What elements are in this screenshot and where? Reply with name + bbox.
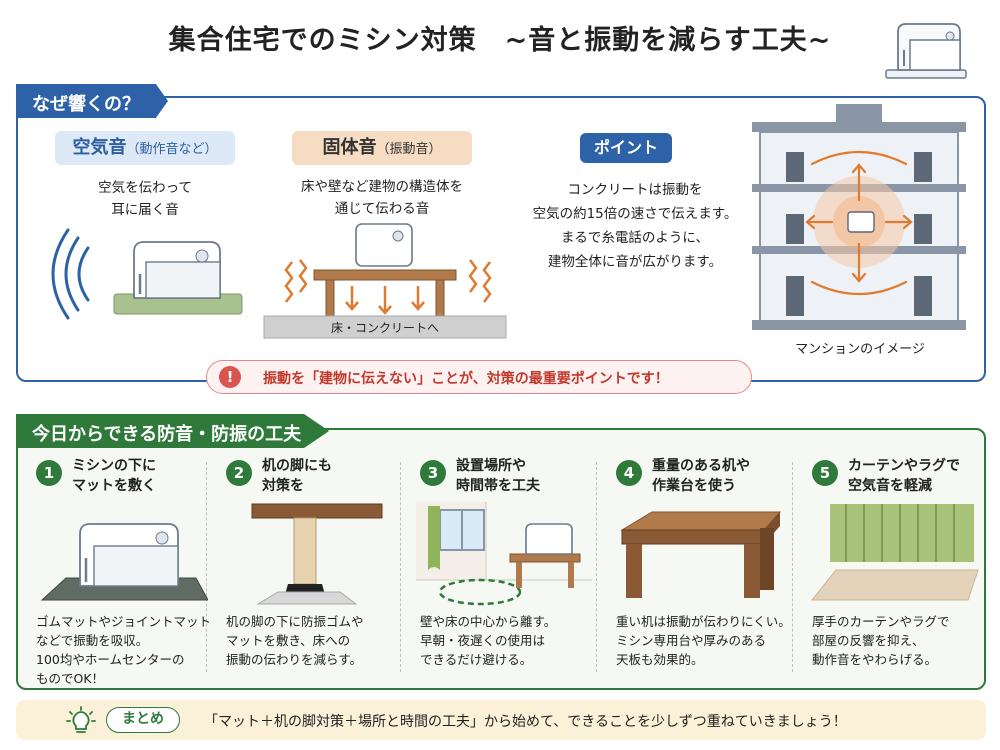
column-divider xyxy=(400,462,401,672)
tip-number: 1 xyxy=(36,460,62,486)
point-label: ポイント xyxy=(580,133,672,163)
tip-title: 重量のある机や 作業台を使う xyxy=(652,458,750,494)
why-section-tab: なぜ響くの？ xyxy=(16,84,168,118)
tip-description: 重い机は振動が伝わりにくい。 ミシン専用台や厚みのある 天板も効果的。 xyxy=(616,614,791,667)
table-leg-rubber-icon xyxy=(251,503,383,605)
apartment-building-illustration xyxy=(752,104,966,330)
tips-section-tab: 今日からできる防音・防振の工夫 xyxy=(16,414,330,448)
mat-under-machine-icon xyxy=(40,523,208,601)
heavy-table-icon xyxy=(620,511,782,598)
curtain-rug-icon xyxy=(810,504,979,601)
tip-number: 5 xyxy=(812,460,838,486)
point-description: コンクリートは振動を 空気の約15倍の速さで伝えます。 まるで糸電話のように、 … xyxy=(532,182,738,270)
tip-description: 厚手のカーテンやラグで 部屋の反響を抑え、 動作音をやわらげる。 xyxy=(812,614,950,667)
solid-sound-illustration xyxy=(263,223,507,339)
column-divider xyxy=(792,462,793,672)
tip-mat: 1 ミシンの下に マットを敷く ゴムマットやジョイントマット などで振動を吸収。… xyxy=(22,452,216,686)
sewing-machine-icon xyxy=(885,23,967,79)
room-placement-icon xyxy=(416,502,592,606)
key-point-alert: ! 振動を「建物に伝えない」ことが、対策の最重要ポイントです！ xyxy=(206,360,752,394)
tip-title: ミシンの下に マットを敷く xyxy=(72,458,156,494)
tip-title: カーテンやラグで 空気音を軽減 xyxy=(848,458,960,494)
column-divider xyxy=(206,462,207,672)
summary-text: 「マット＋机の脚対策＋場所と時間の工夫」から始めて、できることを少しずつ重ねてい… xyxy=(204,714,847,730)
vibration-zigzag-icon xyxy=(284,259,492,303)
tip-title: 机の脚にも 対策を xyxy=(262,458,332,494)
sound-wave-icon xyxy=(51,228,90,320)
exclamation-icon: ! xyxy=(219,366,241,388)
air-sound-label: 空気音（動作音など） xyxy=(55,131,235,165)
tip-location-time: 3 設置場所や 時間帯を工夫 壁や床の中心から離す。 早朝・夜遅くの使用は でき… xyxy=(406,452,600,680)
building-caption: マンションのイメージ xyxy=(795,342,925,357)
tip-table-legs: 2 机の脚にも 対策を 机の脚の下に防振ゴムや マットを敷き、床への 振動の伝わ… xyxy=(212,452,406,680)
tip-description: ゴムマットやジョイントマット などで振動を吸収。 100均やホームセンターの も… xyxy=(36,614,212,686)
solid-sound-description: 床や壁など建物の構造体を 通じて伝わる音 xyxy=(301,179,463,217)
tip-heavy-table: 4 重量のある机や 作業台を使う 重い机は振動が伝わりにくい。 ミシン専用台や厚… xyxy=(602,452,796,680)
tip-curtain-rug: 5 カーテンやラグで 空気音を軽減 厚手のカーテンやラグで 部屋の反響を抑え、 … xyxy=(798,452,992,680)
summary-bar: まとめ 「マット＋机の脚対策＋場所と時間の工夫」から始めて、できることを少しずつ… xyxy=(16,700,986,740)
air-sound-illustration xyxy=(51,228,243,320)
column-divider xyxy=(596,462,597,672)
tip-number: 4 xyxy=(616,460,642,486)
summary-label: まとめ xyxy=(106,707,180,733)
tip-description: 机の脚の下に防振ゴムや マットを敷き、床への 振動の伝わりを減らす。 xyxy=(226,614,364,667)
tip-number: 2 xyxy=(226,460,252,486)
page-title: 集合住宅でのミシン対策 ~音と振動を減らす工夫~ xyxy=(168,25,832,56)
air-sound-description: 空気を伝わって 耳に届く音 xyxy=(98,180,192,218)
tip-title: 設置場所や 時間帯を工夫 xyxy=(456,458,540,494)
floor-concrete-label: 床・コンクリートへ xyxy=(330,321,439,335)
solid-sound-label: 固体音（振動音） xyxy=(292,131,472,165)
alert-text: 振動を「建物に伝えない」ことが、対策の最重要ポイントです！ xyxy=(263,371,669,387)
lightbulb-icon xyxy=(66,706,96,733)
tip-number: 3 xyxy=(420,460,446,486)
tip-description: 壁や床の中心から離す。 早朝・夜遅くの使用は できるだけ避ける。 xyxy=(420,614,557,667)
